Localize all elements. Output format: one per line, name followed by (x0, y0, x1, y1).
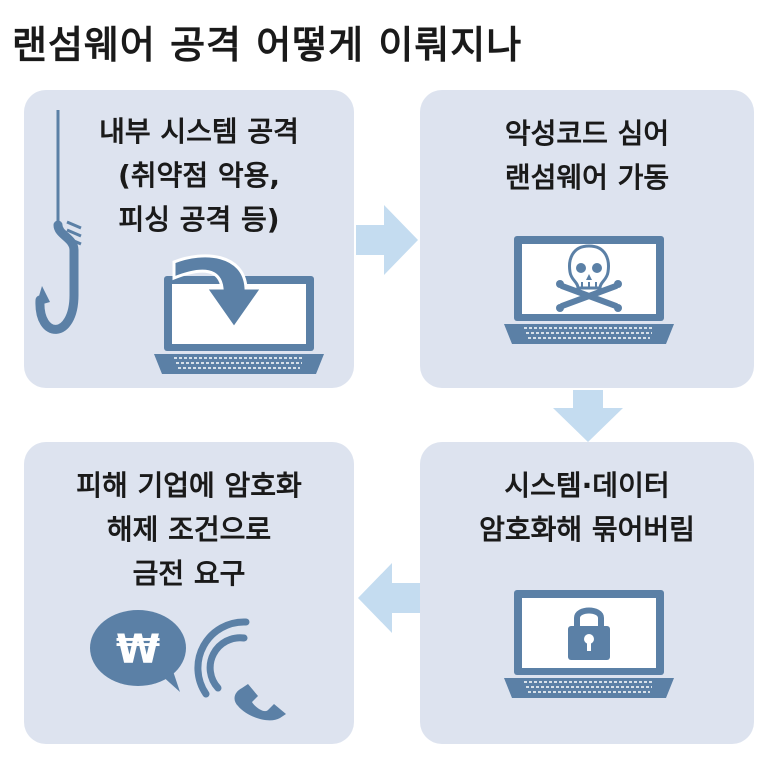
flow-arrow-left (358, 563, 420, 633)
step-2-panel: 악성코드 심어 랜섬웨어 가동 (420, 90, 754, 388)
step-1-line-2: (취약점 악용, (118, 159, 280, 192)
step-1-line-3: 피싱 공격 등) (118, 203, 280, 236)
page-title: 랜섬웨어 공격 어떻게 이뤄지나 (12, 23, 523, 67)
speech-bubble-icon: ₩ (90, 610, 186, 692)
won-sign-icon: ₩ (116, 627, 160, 673)
step-3-line-2: 암호화해 묶어버림 (479, 513, 695, 546)
step-4-line-1: 피해 기업에 암호화 (76, 469, 302, 502)
step-4-text: 피해 기업에 암호화 해제 조건으로 금전 요구 (24, 464, 354, 596)
step-4-panel: 피해 기업에 암호화 해제 조건으로 금전 요구 ₩ (24, 442, 354, 744)
phone-call-icon (194, 618, 286, 721)
download-arrow-icon (172, 254, 265, 331)
step-1-text: 내부 시스템 공격 (취약점 악용, 피싱 공격 등) (44, 110, 354, 242)
step-1-panel: 내부 시스템 공격 (취약점 악용, 피싱 공격 등) (24, 90, 354, 388)
step-3-text: 시스템·데이터 암호화해 묶어버림 (420, 464, 754, 552)
step-4-line-2: 해제 조건으로 (106, 513, 272, 546)
step-3-panel: 시스템·데이터 암호화해 묶어버림 (420, 442, 754, 744)
fishing-hook-icon (35, 110, 82, 334)
step-2-line-1: 악성코드 심어 (504, 117, 670, 150)
padlock-icon (568, 607, 610, 660)
flow-arrow-down (553, 390, 623, 442)
step-3-line-1: 시스템·데이터 (504, 469, 670, 502)
skull-crossbones-icon (556, 244, 622, 312)
step-1-line-1: 내부 시스템 공격 (99, 115, 299, 148)
step-2-line-2: 랜섬웨어 가동 (504, 161, 670, 194)
step-4-line-3: 금전 요구 (132, 557, 246, 590)
flow-arrow-right (356, 205, 418, 275)
step-2-text: 악성코드 심어 랜섬웨어 가동 (420, 112, 754, 200)
